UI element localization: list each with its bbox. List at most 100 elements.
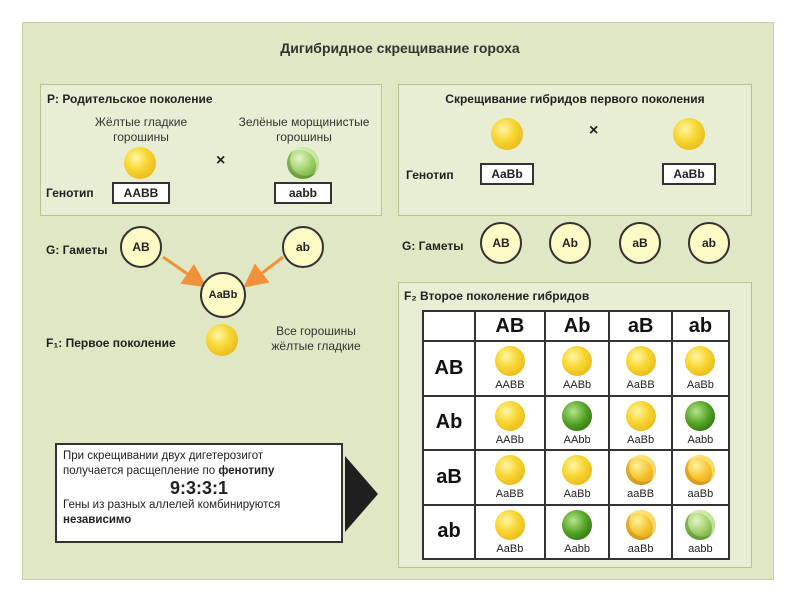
pea-icon	[494, 455, 525, 486]
f1-description: Все горошины жёлтые гладкие	[256, 324, 376, 354]
punnett-col-header: aB	[608, 309, 673, 343]
punnett-row-header: aB	[422, 449, 476, 506]
hybrid1-genotype: AaBb	[480, 163, 534, 185]
pea-icon	[494, 400, 525, 431]
cell-genotype: AAbb	[563, 433, 591, 446]
hybrid-gamete-ab: ab	[688, 222, 730, 264]
hybrid2-pea-icon	[673, 118, 705, 150]
punnett-square: AB Ab aB ab AB AABB AABb AaBB AaBb Ab AA…	[422, 309, 731, 561]
punnett-row: ab AaBb Aabb aaBb aabb	[422, 503, 731, 561]
pea-icon	[625, 455, 656, 486]
parent1-desc-line1: Жёлтые гладкие	[94, 115, 188, 129]
cell-genotype: AABB	[495, 379, 525, 392]
hybrid-gamete-AB: AB	[480, 222, 522, 264]
punnett-row: Ab AABb AAbb AaBb Aabb	[422, 394, 731, 452]
punnett-cell: aaBB	[608, 449, 673, 506]
pea-icon	[625, 400, 656, 431]
hybrid-cross-heading: Скрещивание гибридов первого поколения	[445, 92, 705, 106]
pea-icon	[494, 346, 525, 377]
punnett-cell: Aabb	[670, 394, 731, 452]
parent2-desc-line2: горошины	[276, 130, 332, 144]
parents-cross-symbol: ×	[216, 152, 226, 169]
note-line4: независимо	[63, 513, 335, 528]
hybrid-gamete-aB: aB	[619, 222, 661, 264]
cell-genotype: AaBb	[496, 542, 524, 555]
parents-genotype-label: Генотип	[46, 186, 94, 200]
punnett-cell: AaBb	[474, 503, 546, 561]
cell-genotype: AaBb	[563, 488, 591, 501]
hybrid-cross-symbol: ×	[589, 122, 599, 139]
f1-genotype-circle: AaBb	[200, 272, 246, 318]
pea-icon	[625, 346, 656, 377]
pea-icon	[494, 509, 525, 540]
cell-genotype: aaBb	[687, 488, 714, 501]
pea-icon	[685, 346, 716, 377]
punnett-cell: AaBb	[670, 340, 731, 397]
punnett-cell: AaBb	[543, 449, 611, 506]
punnett-col-header: Ab	[543, 309, 611, 343]
hybrid-cross-panel	[398, 84, 752, 216]
punnett-cell: AABB	[474, 340, 546, 397]
pea-icon	[685, 509, 716, 540]
punnett-row: AB AABB AABb AaBB AaBb	[422, 340, 731, 397]
parent1-desc-line2: горошины	[113, 130, 169, 144]
hybrid1-pea-icon	[491, 118, 523, 150]
punnett-row-header: Ab	[422, 394, 476, 452]
phenotype-ratio: 9:3:3:1	[169, 478, 229, 498]
punnett-cell: AABb	[543, 340, 611, 397]
punnett-cell: Aabb	[543, 503, 611, 561]
hybrid-gamete-Ab: Ab	[549, 222, 591, 264]
diagram-title: Дигибридное скрещивание гороха	[280, 40, 520, 56]
punnett-cell: AaBB	[608, 340, 673, 397]
hybrid2-genotype: AaBb	[662, 163, 716, 185]
pea-icon	[562, 346, 593, 377]
cell-genotype: AaBb	[627, 433, 655, 446]
cell-genotype: aaBB	[627, 488, 655, 501]
punnett-corner	[422, 309, 476, 343]
parent1-description: Жёлтые гладкие горошины	[86, 115, 196, 145]
cell-genotype: AABb	[495, 433, 524, 446]
pea-icon	[685, 455, 716, 486]
segregation-note: При скрещивании двух дигетерозигот получ…	[55, 443, 343, 543]
cell-genotype: Aabb	[687, 433, 714, 446]
cell-genotype: aabb	[688, 542, 713, 555]
pea-icon	[562, 455, 593, 486]
punnett-cell: aabb	[670, 503, 731, 561]
hybrid-genotype-label: Генотип	[406, 168, 454, 182]
pea-icon	[562, 400, 593, 431]
punnett-header-row: AB Ab aB ab	[422, 309, 731, 343]
note-independent-word: независимо	[63, 514, 132, 526]
punnett-row-header: AB	[422, 340, 476, 397]
f2-heading: F₂ Второе поколение гибридов	[404, 289, 590, 303]
hybrid-gametes-label: G: Гаметы	[402, 239, 464, 253]
parent-gametes-label: G: Гаметы	[46, 243, 108, 257]
pea-icon	[562, 509, 593, 540]
cell-genotype: AaBB	[495, 488, 524, 501]
note-line2-text: получается расщепление по	[63, 465, 219, 477]
f1-pea-icon	[206, 324, 238, 356]
cell-genotype: AaBB	[626, 379, 655, 392]
note-line1: При скрещивании двух дигетерозигот	[63, 450, 264, 462]
punnett-cell: AABb	[474, 394, 546, 452]
parent1-gamete: AB	[120, 226, 162, 268]
parents-heading: P: Родительское поколение	[47, 92, 213, 106]
note-phenotype-word: фенотипу	[218, 465, 275, 477]
parent1-pea-icon	[124, 147, 156, 179]
cell-genotype: Aabb	[564, 542, 590, 555]
note-line2: получается расщепление по фенотипу	[63, 464, 335, 479]
cell-genotype: AaBb	[686, 379, 714, 392]
punnett-cell: AaBB	[474, 449, 546, 506]
parent2-genotype: aabb	[274, 182, 332, 204]
note-line3: Гены из разных аллелей комбинируются	[63, 499, 281, 511]
punnett-col-header: AB	[474, 309, 546, 343]
parent2-gamete: ab	[282, 226, 324, 268]
punnett-row: aB AaBB AaBb aaBB aaBb	[422, 449, 731, 506]
punnett-cell: aaBb	[670, 449, 731, 506]
punnett-col-header: ab	[670, 309, 731, 343]
f1-desc-line1: Все горошины	[276, 324, 356, 338]
parent2-pea-icon	[287, 147, 319, 179]
cell-genotype: AABb	[563, 379, 592, 392]
punnett-row-header: ab	[422, 503, 476, 561]
punnett-cell: aaBb	[608, 503, 673, 561]
pea-icon	[685, 400, 716, 431]
